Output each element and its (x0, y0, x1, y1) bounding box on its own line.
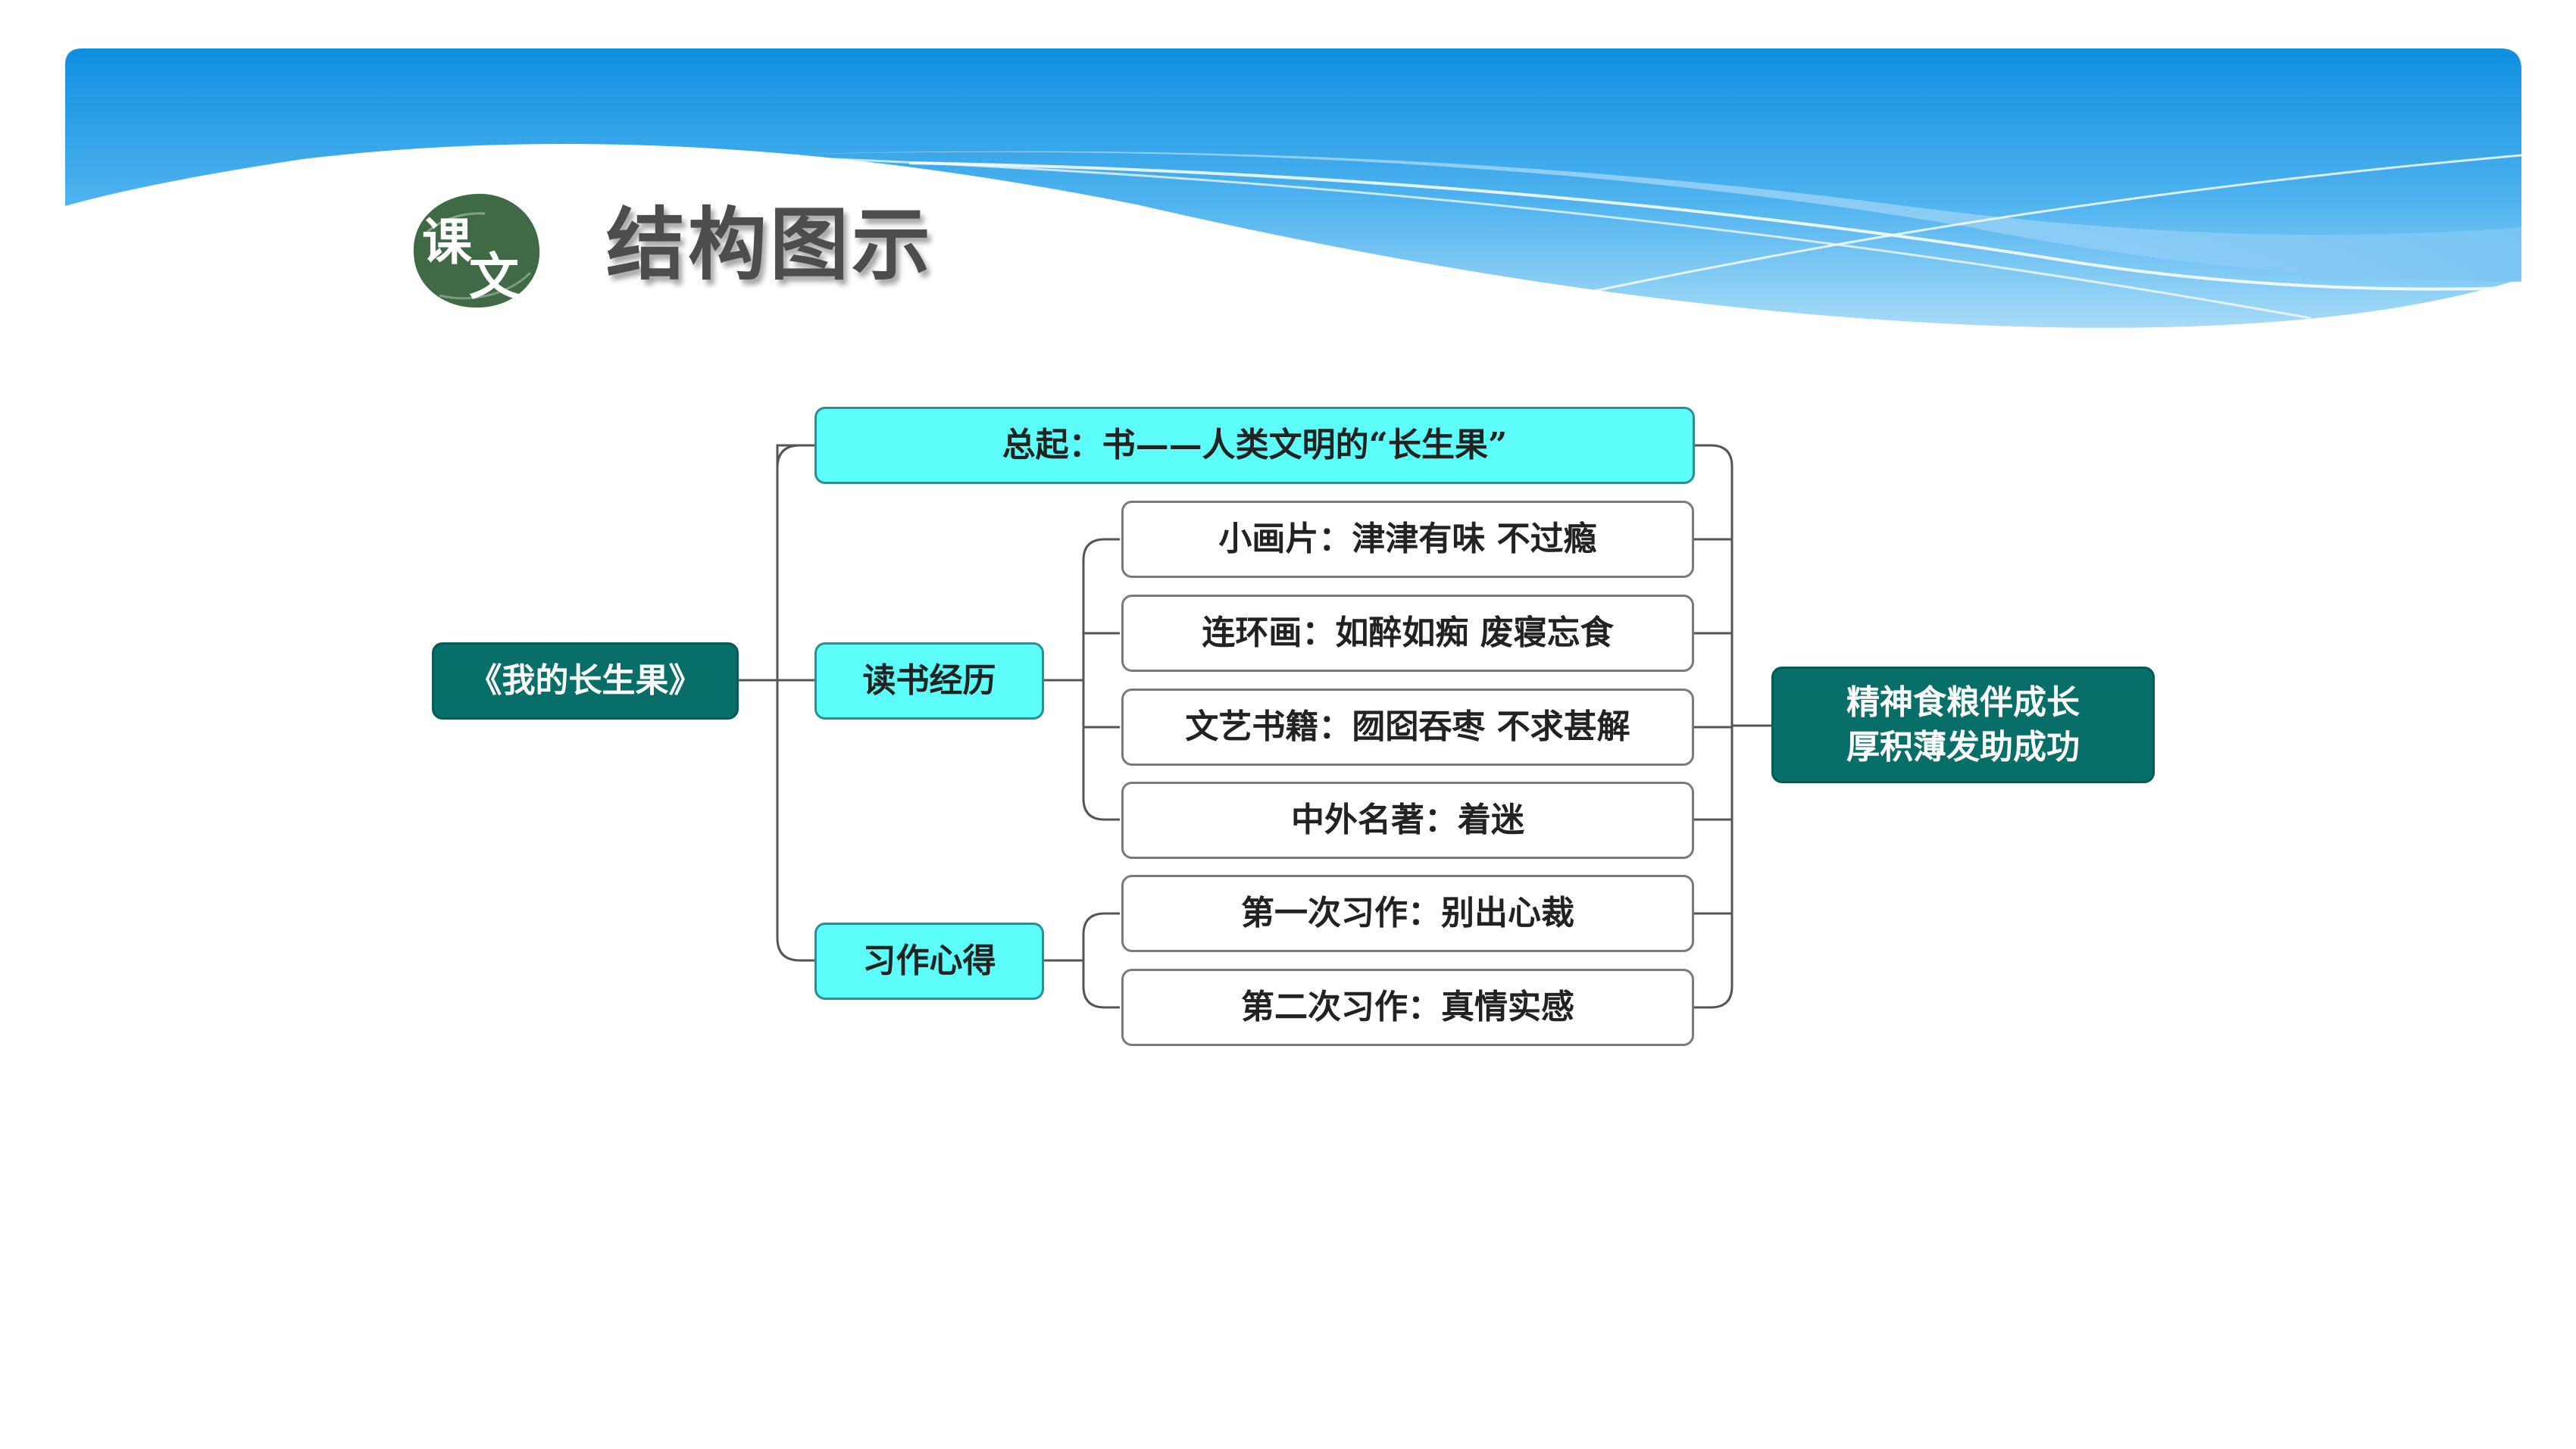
summary-node: 总起：书——人类文明的“长生果” (814, 407, 1695, 484)
header-banner (65, 48, 2522, 328)
section-title: 结构图示 (606, 198, 934, 291)
writing-item-2: 第二次习作：真情实感 (1121, 969, 1694, 1046)
writing-item-1: 第一次习作：别出心裁 (1121, 875, 1694, 952)
lesson-badge-icon: 课 文 (413, 193, 540, 308)
branch-reading-node: 读书经历 (814, 642, 1044, 720)
badge-char-1: 课 (422, 212, 473, 271)
conclusion-line-1: 精神食粮伴成长 (1846, 682, 2080, 722)
badge-char-2: 文 (469, 247, 519, 306)
reading-item-3: 文艺书籍：囫囵吞枣 不求甚解 (1121, 689, 1694, 766)
branch-writing-node: 习作心得 (814, 923, 1044, 1000)
reading-item-2: 连环画：如醉如痴 废寝忘食 (1121, 595, 1694, 672)
conclusion-line-2: 厚积薄发助成功 (1846, 728, 2080, 767)
conclusion-node: 精神食粮伴成长 厚积薄发助成功 (1771, 667, 2155, 783)
reading-item-4: 中外名著：着迷 (1121, 782, 1694, 859)
root-node: 《我的长生果》 (432, 642, 739, 720)
reading-item-1: 小画片：津津有味 不过瘾 (1121, 501, 1694, 578)
